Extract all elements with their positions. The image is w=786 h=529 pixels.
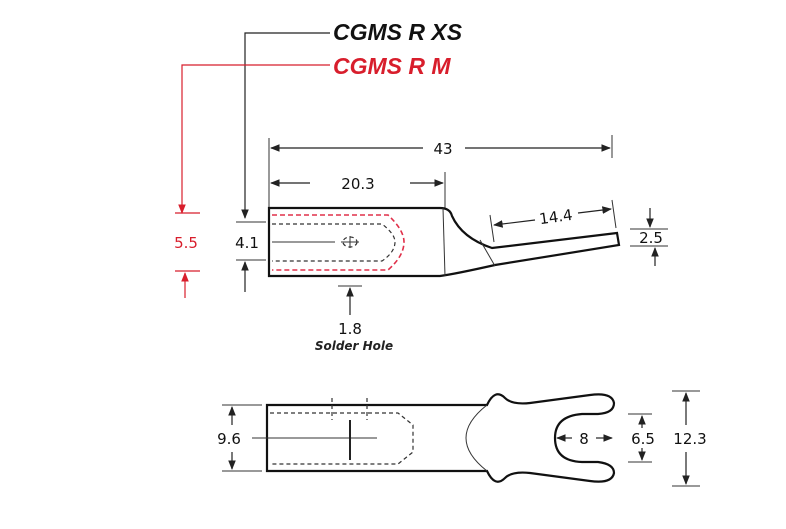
dim-barrel-width: 9.6 <box>217 430 241 448</box>
barrel-inner-m <box>272 214 405 271</box>
dim-fork-slot: 8 <box>579 430 589 448</box>
dim-overall-length: 43 <box>433 140 452 158</box>
leader-xs <box>241 32 330 219</box>
top-view: 9.6 8 6.5 12.3 <box>217 390 707 487</box>
leader-m <box>178 64 330 214</box>
barrel-inner-xs <box>272 223 396 262</box>
title-cgms-r-xs: CGMS R XS <box>333 19 463 45</box>
dim-inner-dia-m: 5.5 <box>174 234 198 252</box>
top-body <box>265 393 616 483</box>
dim-tongue-thickness: 2.5 <box>639 229 663 247</box>
dim-inner-dia-xs: 4.1 <box>235 234 259 252</box>
side-view: 43 20.3 5.5 4.1 1.8 Solder Hole <box>174 135 668 353</box>
dim-tongue-length: 14.4 <box>538 206 574 228</box>
dim-solder-hole: 1.8 <box>338 320 362 338</box>
top-barrel-inner <box>270 412 414 465</box>
title-cgms-r-m: CGMS R M <box>333 53 451 79</box>
dim-fork-inner: 6.5 <box>631 430 655 448</box>
dim-barrel-length: 20.3 <box>341 175 374 193</box>
solder-hole-label: Solder Hole <box>315 339 393 353</box>
dim-fork-outer: 12.3 <box>673 430 706 448</box>
